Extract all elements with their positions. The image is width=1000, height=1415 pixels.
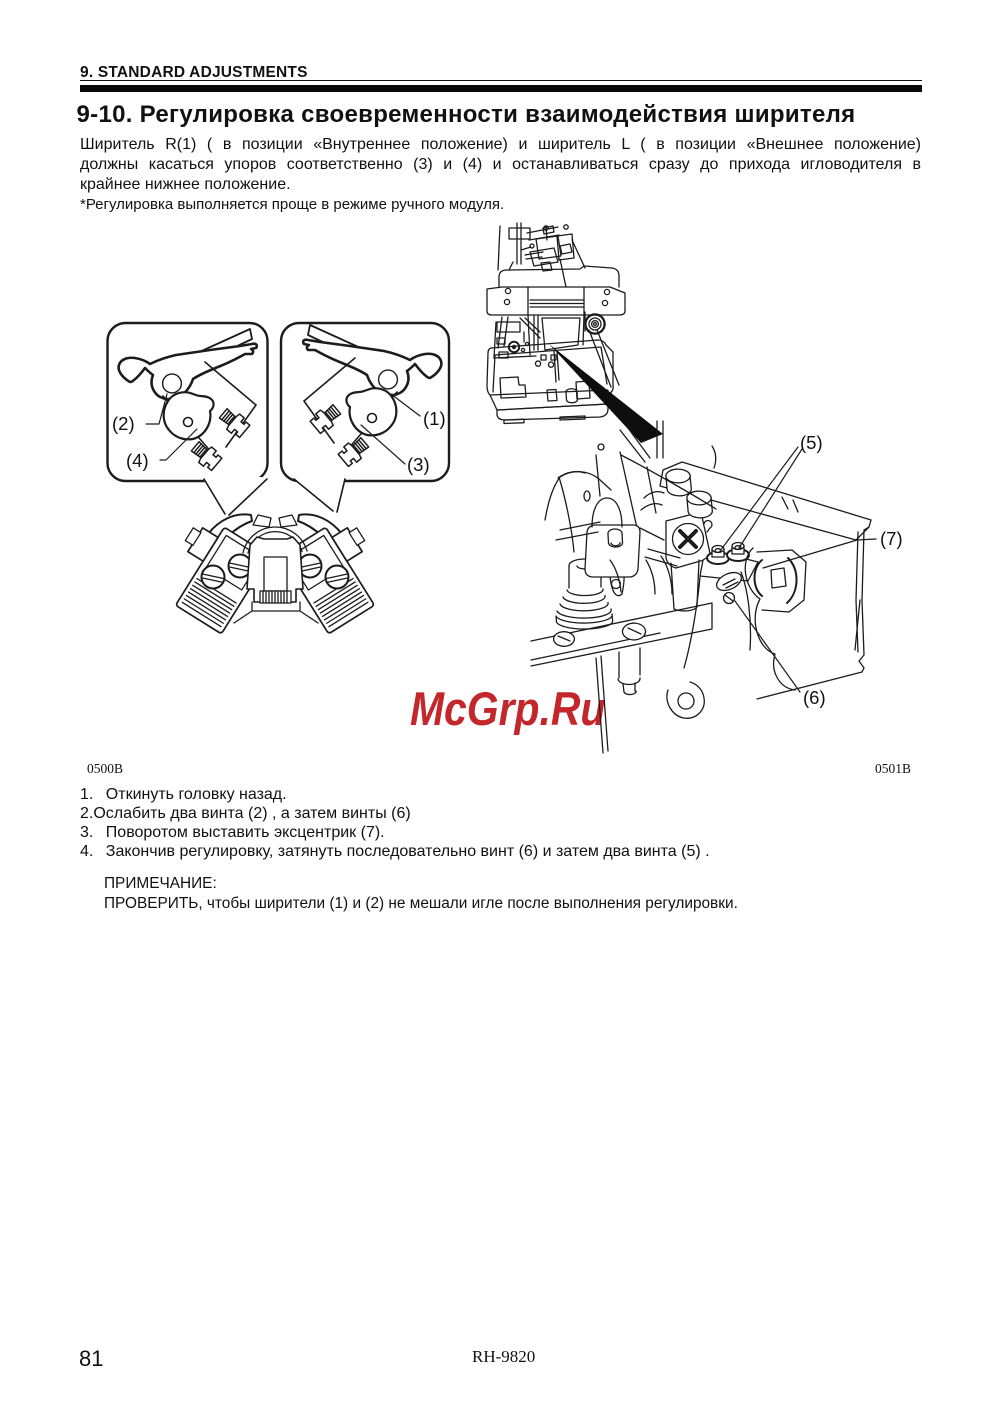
svg-text:(1): (1) (423, 408, 446, 429)
svg-text:(5): (5) (800, 432, 823, 453)
svg-text:(7): (7) (880, 528, 903, 549)
svg-text:(6): (6) (803, 687, 826, 708)
svg-text:(3): (3) (407, 454, 430, 475)
svg-text:(2): (2) (112, 413, 135, 434)
svg-text:(4): (4) (126, 450, 149, 471)
